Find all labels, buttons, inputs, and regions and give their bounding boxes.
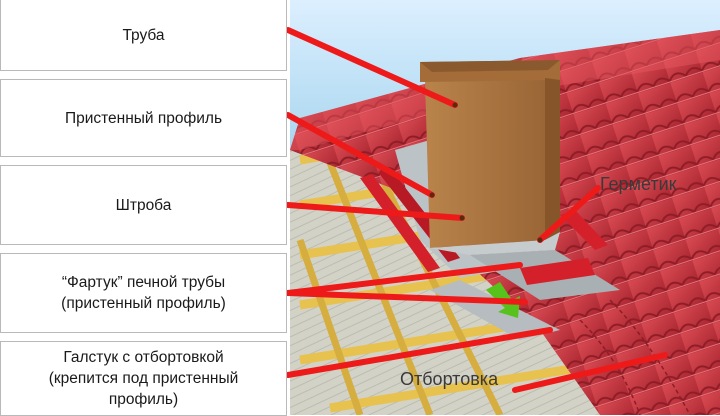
flanging-label: Отбортовка [400,369,499,389]
label-pipe: Труба [0,0,287,71]
pointer-apron-1 [285,262,523,296]
pointer-pipe [285,27,458,108]
pointer-sealant [537,185,601,243]
pointer-tie-2 [512,352,668,393]
pointer-tie-1 [285,327,553,378]
pointer-groove [285,202,465,221]
label-wall-profile: Пристенный профиль [0,79,287,157]
sealant-label: Герметик [600,174,677,194]
pointer-apron-2 [285,290,528,305]
label-groove: Штроба [0,165,287,245]
pointer-wall-profile [285,112,435,198]
label-flanged-tie: Галстук с отбортовкой (крепится под прис… [0,341,287,416]
label-chimney-apron: “Фартук” печной трубы (пристенный профил… [0,253,287,333]
